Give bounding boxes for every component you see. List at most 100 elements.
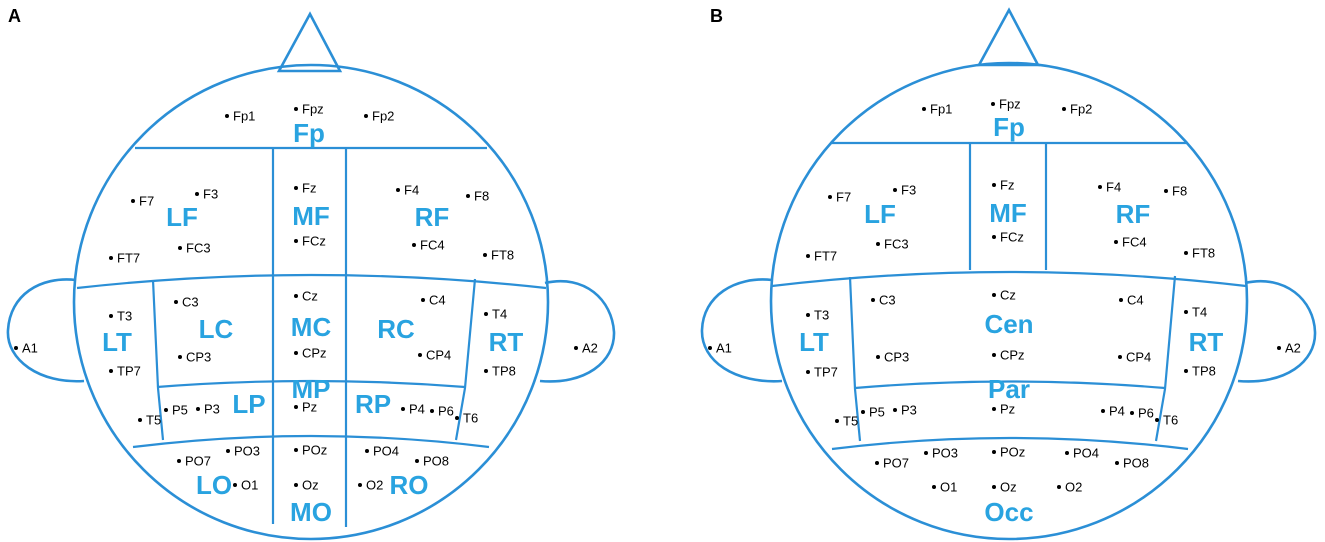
- electrode-dot: [412, 243, 416, 247]
- electrode-label: POz: [302, 443, 327, 458]
- electrode-c4: C4: [1119, 293, 1144, 308]
- electrode-t4: T4: [484, 307, 507, 322]
- electrode-dot: [806, 370, 810, 374]
- electrode-fz: Fz: [992, 178, 1014, 193]
- electrode-label: PO3: [234, 444, 260, 459]
- electrode-label: F4: [1106, 180, 1121, 195]
- electrode-dot: [418, 353, 422, 357]
- panel-a-nose: [276, 11, 343, 73]
- electrode-tp7: TP7: [109, 364, 141, 379]
- region-label-fp: Fp: [993, 112, 1025, 142]
- electrode-label: O2: [1065, 480, 1082, 495]
- electrode-dot: [233, 483, 237, 487]
- region-label-ro: RO: [390, 470, 429, 500]
- electrode-label: CP3: [884, 350, 909, 365]
- electrode-label: T4: [1192, 305, 1207, 320]
- panel-b-divider-occipital: [831, 436, 1189, 451]
- electrode-label: A2: [582, 341, 598, 356]
- electrode-fcz: FCz: [294, 234, 326, 249]
- electrode-label: FT8: [1192, 246, 1215, 261]
- electrode-dot: [225, 114, 229, 118]
- electrode-dot: [1101, 409, 1105, 413]
- electrode-p4: P4: [401, 402, 425, 417]
- electrode-po7: PO7: [875, 456, 909, 471]
- electrode-p6: P6: [1130, 406, 1154, 421]
- electrode-dot: [483, 253, 487, 257]
- electrode-dot: [893, 188, 897, 192]
- electrode-dot: [924, 451, 928, 455]
- electrode-label: TP8: [1192, 364, 1216, 379]
- electrode-label: Fz: [1000, 178, 1014, 193]
- region-label-par: Par: [988, 374, 1030, 404]
- region-label-mc: MC: [291, 312, 332, 342]
- electrode-label: CPz: [302, 346, 327, 361]
- electrode-label: P6: [1138, 406, 1154, 421]
- electrode-label: O2: [366, 478, 383, 493]
- electrode-dot: [177, 459, 181, 463]
- electrode-poz: POz: [294, 443, 327, 458]
- electrode-dot: [226, 449, 230, 453]
- electrode-t3: T3: [806, 308, 829, 323]
- electrode-dot: [835, 419, 839, 423]
- electrode-f8: F8: [1164, 184, 1187, 199]
- electrode-label: FT7: [117, 251, 140, 266]
- electrode-label: PO3: [932, 446, 958, 461]
- region-label-lf: LF: [166, 202, 198, 232]
- electrode-fp2: Fp2: [1062, 102, 1092, 117]
- electrode-label: A1: [716, 341, 732, 356]
- electrode-label: Fz: [302, 181, 316, 196]
- region-label-rt: RT: [489, 327, 524, 357]
- electrode-cpz: CPz: [294, 346, 327, 361]
- electrode-label: F7: [139, 194, 154, 209]
- electrode-label: F7: [836, 190, 851, 205]
- electrode-dot: [294, 294, 298, 298]
- electrode-label: TP7: [117, 364, 141, 379]
- electrode-dot: [109, 256, 113, 260]
- electrode-o2: O2: [1057, 480, 1082, 495]
- panel-a-letter: A: [8, 6, 21, 26]
- electrode-f3: F3: [893, 183, 916, 198]
- electrode-po8: PO8: [1115, 456, 1149, 471]
- electrode-label: A2: [1285, 341, 1301, 356]
- electrode-dot: [178, 355, 182, 359]
- electrode-label: P3: [204, 402, 220, 417]
- electrode-fp1: Fp1: [225, 109, 255, 124]
- region-label-mo: MO: [290, 497, 332, 527]
- electrode-dot: [131, 199, 135, 203]
- panel-a-divider-left-temporal: [151, 279, 165, 441]
- region-label-lc: LC: [199, 314, 234, 344]
- electrode-label: F3: [203, 187, 218, 202]
- electrode-dot: [1098, 185, 1102, 189]
- electrode-label: FT7: [814, 249, 837, 264]
- electrode-dot: [109, 369, 113, 373]
- electrode-dot: [484, 312, 488, 316]
- electrode-p3: P3: [196, 402, 220, 417]
- electrode-f4: F4: [1098, 180, 1121, 195]
- electrode-label: F3: [901, 183, 916, 198]
- electrode-dot: [992, 353, 996, 357]
- electrode-dot: [415, 459, 419, 463]
- electrode-f4: F4: [396, 183, 419, 198]
- panel-a-divider-central: [76, 273, 547, 290]
- electrode-dot: [1065, 451, 1069, 455]
- electrode-dot: [992, 183, 996, 187]
- electrode-dot: [871, 298, 875, 302]
- electrode-t6: T6: [455, 411, 478, 426]
- electrode-dot: [1184, 369, 1188, 373]
- electrode-label: Pz: [302, 400, 317, 415]
- electrode-ft7: FT7: [806, 249, 837, 264]
- electrode-dot: [876, 242, 880, 246]
- electrode-label: T4: [492, 307, 507, 322]
- electrode-dot: [401, 407, 405, 411]
- electrode-a2: A2: [1277, 341, 1301, 356]
- electrode-label: PO8: [423, 454, 449, 469]
- electrode-cp4: CP4: [1118, 350, 1151, 365]
- electrode-dot: [1057, 485, 1061, 489]
- electrode-cz: Cz: [294, 289, 318, 304]
- electrode-label: T3: [117, 309, 132, 324]
- electrode-dot: [294, 351, 298, 355]
- electrode-a1: A1: [708, 341, 732, 356]
- electrode-dot: [466, 194, 470, 198]
